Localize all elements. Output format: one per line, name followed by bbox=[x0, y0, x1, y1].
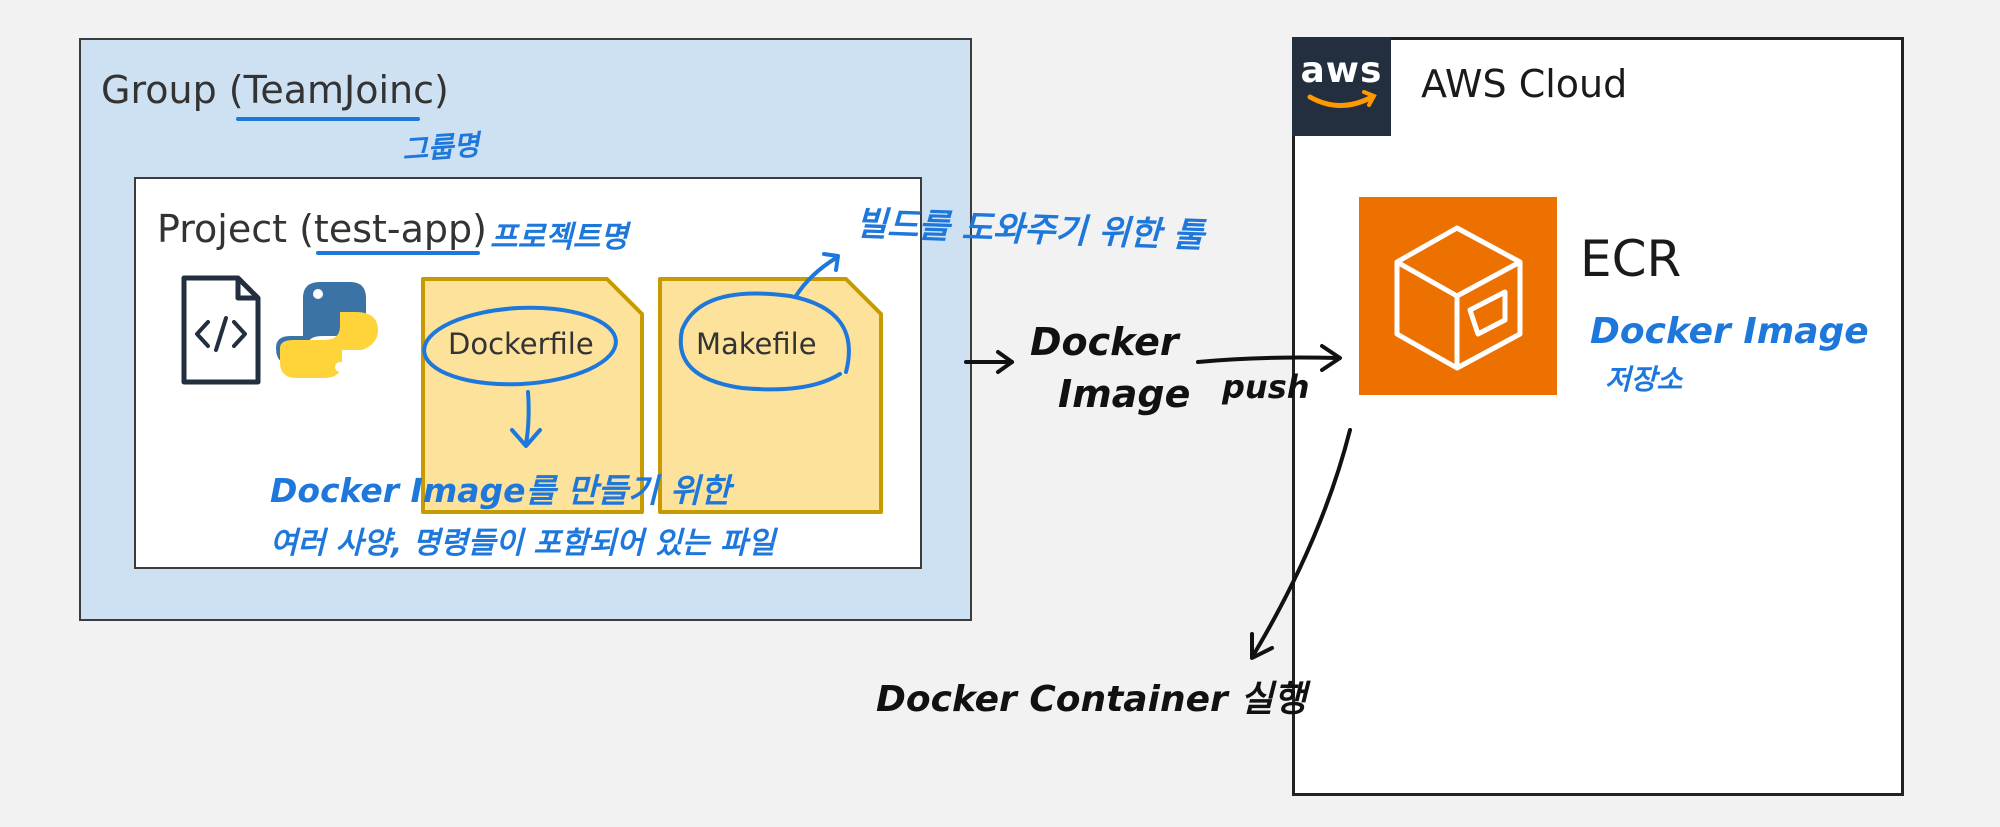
aws-logo bbox=[1292, 37, 1391, 136]
project-name-note: 프로젝트명 bbox=[490, 220, 628, 255]
push-note: push bbox=[1222, 368, 1310, 406]
makefile-label: Makefile bbox=[696, 327, 817, 361]
ecr-cube-icon bbox=[1394, 225, 1523, 371]
push-arrow bbox=[1196, 355, 1340, 364]
dockerfile-note-line2: 여러 사양, 명령들이 포함되어 있는 파일 bbox=[270, 526, 776, 561]
aws-smile-icon bbox=[1307, 94, 1375, 108]
group-title: Group (TeamJoinc) bbox=[101, 68, 449, 112]
dockerfile-label: Dockerfile bbox=[448, 327, 594, 361]
group-name: TeamJoinc bbox=[243, 68, 435, 112]
container-arrow bbox=[1252, 428, 1352, 656]
ecr-title: ECR bbox=[1580, 230, 1682, 288]
dockerfile-note-line1: Docker Image를 만들기 위한 bbox=[270, 471, 731, 510]
project-title-prefix: Project ( bbox=[157, 207, 314, 251]
docker-image-note-line2: Image bbox=[1058, 372, 1191, 416]
makefile-arrow bbox=[794, 256, 838, 298]
project-title: Project (test-app) bbox=[157, 207, 487, 251]
group-name-note: 그룹명 bbox=[401, 128, 481, 167]
dockerfile-doc-icon bbox=[421, 277, 644, 514]
group-title-suffix: ) bbox=[434, 68, 449, 112]
dockerfile-arrow bbox=[524, 390, 531, 446]
aws-cloud-title: AWS Cloud bbox=[1421, 62, 1628, 106]
aws-cloud-box bbox=[1292, 37, 1904, 796]
code-file-icon bbox=[181, 275, 261, 385]
makefile-doc-icon bbox=[658, 277, 883, 514]
python-logo-icon bbox=[276, 282, 378, 378]
aws-logo-text: aws bbox=[1300, 50, 1383, 91]
ecr-note-line2: 저장소 bbox=[1605, 363, 1683, 396]
project-title-suffix: ) bbox=[472, 207, 487, 251]
makefile-circle bbox=[678, 291, 851, 392]
ecr-note-line1: Docker Image bbox=[1590, 311, 1869, 352]
dockerfile-circle bbox=[422, 305, 618, 387]
group-title-prefix: Group ( bbox=[101, 68, 244, 112]
docker-image-note-line1: Docker bbox=[1030, 320, 1179, 364]
project-name: test-app bbox=[313, 207, 473, 251]
container-note: Docker Container 실행 bbox=[876, 679, 1307, 720]
